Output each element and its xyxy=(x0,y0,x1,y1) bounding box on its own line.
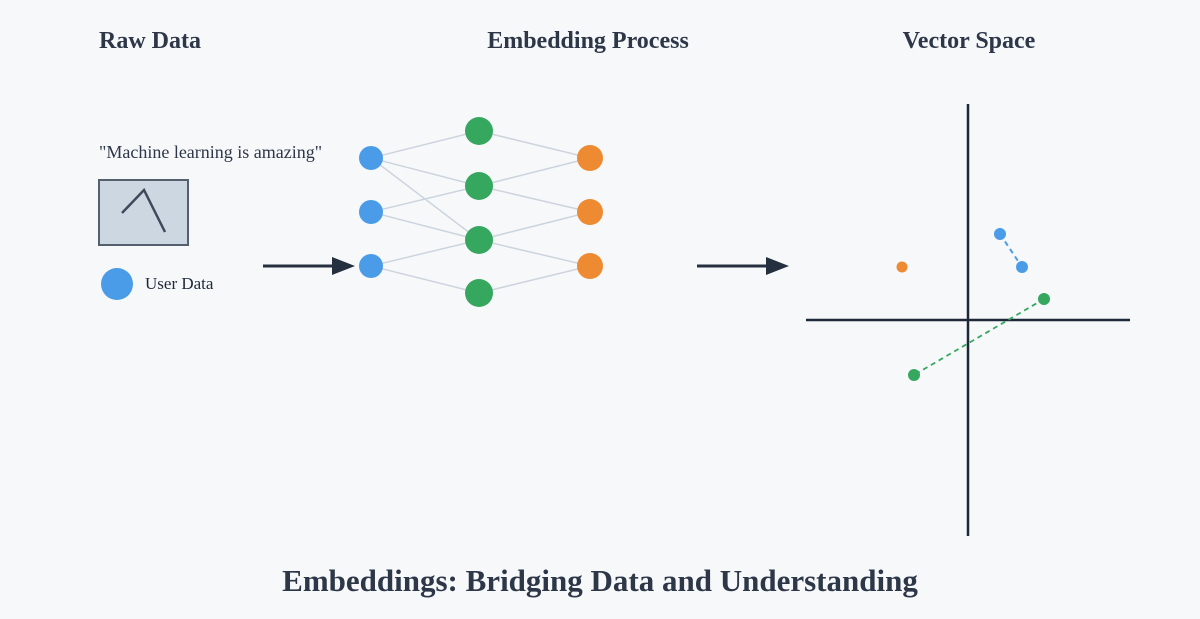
green-vector-point-2 xyxy=(908,369,920,381)
page-title: Embeddings: Bridging Data and Understand… xyxy=(282,563,918,598)
arrow-right-icon xyxy=(263,257,355,275)
image-zigzag-line xyxy=(121,187,167,233)
edge xyxy=(370,130,480,159)
green-pair-dashed-line xyxy=(913,298,1045,376)
user-data-label: User Data xyxy=(145,274,214,293)
edge xyxy=(478,157,591,187)
edge xyxy=(478,185,591,213)
input-node-2 xyxy=(359,200,383,224)
user-data-dot xyxy=(101,268,133,300)
hidden-node-3 xyxy=(465,226,493,254)
blue-vector-point-1 xyxy=(994,228,1006,240)
output-node-2 xyxy=(577,199,603,225)
orange-vector-point xyxy=(896,261,908,273)
vector-space-axes xyxy=(806,104,1130,536)
network-output-layer xyxy=(577,145,603,279)
input-node-3 xyxy=(359,254,383,278)
edge xyxy=(370,239,480,267)
network-input-layer xyxy=(359,146,383,278)
blue-pair-dashed-line xyxy=(999,233,1023,268)
edge xyxy=(478,130,591,159)
input-node-1 xyxy=(359,146,383,170)
arrow-head xyxy=(766,257,789,275)
vector-space-heading: Vector Space xyxy=(902,28,1036,54)
edge xyxy=(370,157,480,187)
arrow-head xyxy=(332,257,355,275)
edge xyxy=(478,239,591,267)
embedding-process-heading: Embedding Process xyxy=(487,28,689,54)
edge xyxy=(478,265,591,294)
edge xyxy=(370,211,480,241)
raw-data-heading: Raw Data xyxy=(99,28,201,54)
hidden-node-1 xyxy=(465,117,493,145)
image-placeholder-icon xyxy=(98,179,189,246)
network-edges xyxy=(370,130,591,294)
edge xyxy=(370,265,480,294)
output-node-1 xyxy=(577,145,603,171)
blue-vector-point-2 xyxy=(1016,261,1028,273)
output-node-3 xyxy=(577,253,603,279)
hidden-node-4 xyxy=(465,279,493,307)
arrow-right-icon xyxy=(697,257,789,275)
hidden-node-2 xyxy=(465,172,493,200)
network-hidden-layer xyxy=(465,117,493,307)
edge xyxy=(370,185,480,213)
green-vector-point-1 xyxy=(1038,293,1050,305)
raw-data-quote: "Machine learning is amazing" xyxy=(99,142,323,162)
vector-space-points xyxy=(896,228,1050,381)
edge xyxy=(478,211,591,241)
